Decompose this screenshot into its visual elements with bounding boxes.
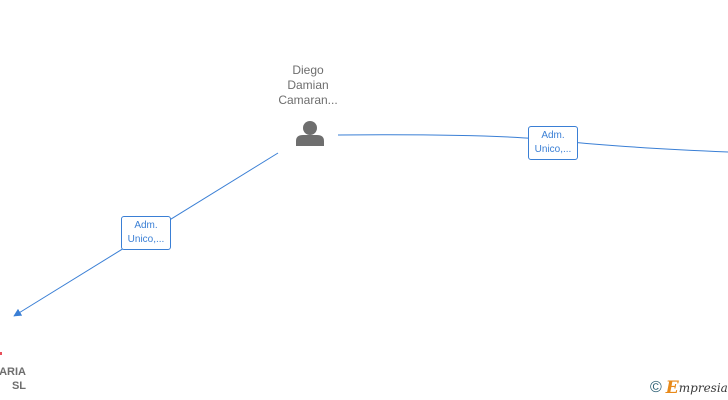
company-name-line: ARIA xyxy=(0,366,26,378)
brand-logo: © E mpresia xyxy=(650,378,728,398)
edge-label-line: Unico,... xyxy=(127,234,165,245)
edge-label-role[interactable]: Adm. Unico,... xyxy=(528,126,578,160)
brand-name: mpresia xyxy=(678,381,728,395)
person-icon[interactable] xyxy=(296,121,324,146)
edge-label-line: Adm. xyxy=(134,220,158,231)
brand-initial: E xyxy=(665,378,679,398)
company-node-marker xyxy=(0,352,2,355)
edge-label-line: Adm. xyxy=(541,130,565,141)
copyright-icon: © xyxy=(650,379,662,396)
person-name-line: Damian xyxy=(287,78,329,92)
company-name-line: SL xyxy=(11,380,26,392)
person-name-line: Camaran... xyxy=(278,93,338,107)
edge-label-line: Unico,... xyxy=(534,144,572,155)
edge-label-role[interactable]: Adm. Unico,... xyxy=(121,216,171,250)
company-node-label[interactable]: ARIA SL xyxy=(0,365,26,393)
person-name-line: Diego xyxy=(292,63,324,77)
person-node-label[interactable]: Diego Damian Camaran... xyxy=(258,63,358,108)
